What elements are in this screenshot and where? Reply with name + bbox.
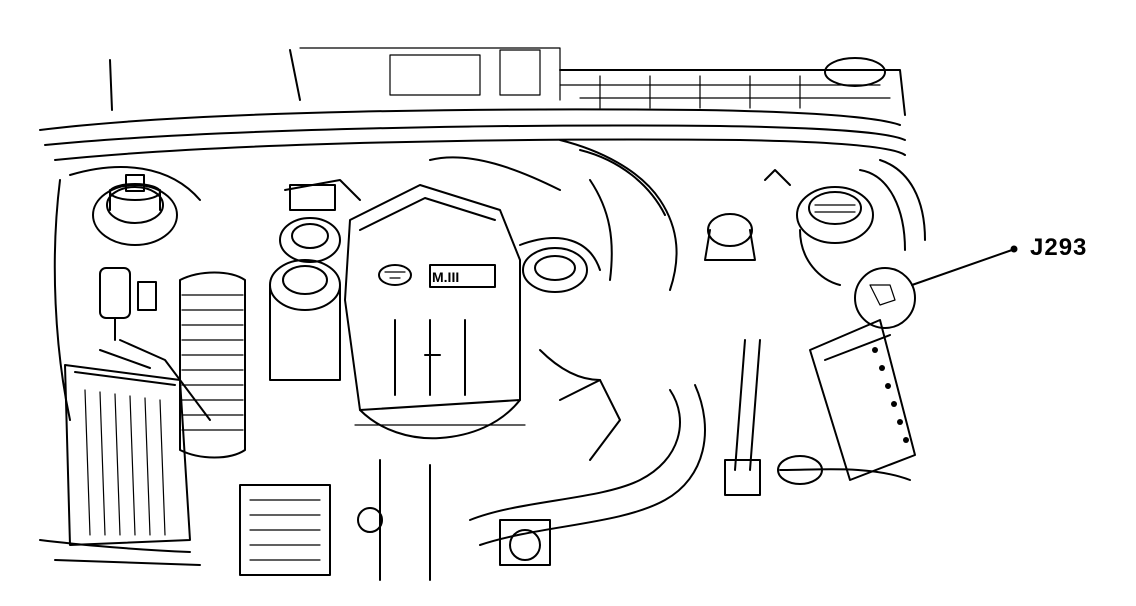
hoses-center bbox=[429, 139, 678, 293]
lower-engine-components bbox=[379, 349, 621, 581]
j293-location-circle bbox=[854, 267, 916, 329]
cowl-panel bbox=[39, 47, 906, 161]
left-fender bbox=[39, 166, 201, 566]
right-fender bbox=[859, 159, 926, 251]
battery bbox=[777, 319, 916, 485]
brake-fluid-reservoir bbox=[796, 186, 874, 286]
manifold-cover-text: M.III bbox=[432, 269, 459, 285]
j293-callout bbox=[854, 245, 1018, 329]
air-filter-housing bbox=[64, 339, 211, 546]
washer-pump bbox=[99, 267, 157, 341]
j293-leader-dot bbox=[1010, 245, 1018, 253]
callout-label-j293: J293 bbox=[1030, 234, 1088, 261]
coolant-reservoir bbox=[92, 174, 178, 246]
intake-manifold-cover bbox=[344, 184, 526, 440]
ignition-distributor bbox=[704, 169, 791, 496]
coolant-hose bbox=[469, 384, 706, 546]
alternator bbox=[239, 484, 383, 576]
intake-hose bbox=[179, 271, 246, 459]
j293-leader-line bbox=[911, 249, 1013, 286]
throttle-body bbox=[269, 179, 361, 381]
